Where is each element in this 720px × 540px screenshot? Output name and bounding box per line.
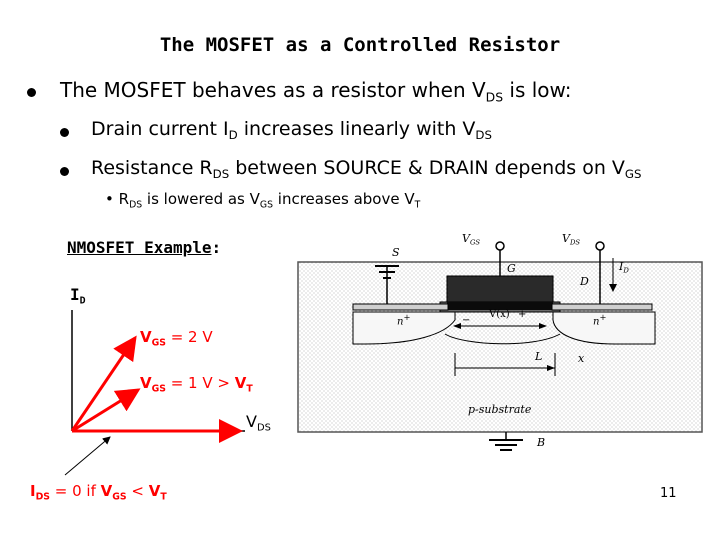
source-n-plus-region: [352, 311, 456, 345]
y-axis-main: I: [70, 285, 80, 304]
drain-terminal: [595, 241, 605, 251]
diagram-nplus-right: n+: [593, 312, 606, 327]
sub-sub-bullet-marker: •: [105, 190, 114, 208]
main-bullet-sub: DS: [485, 89, 504, 105]
ids0-c-sub: GS: [112, 491, 127, 503]
ids0-label: IDS = 0 if VGS < VT: [30, 482, 167, 503]
vgs2-label: VGS = 2 V: [140, 328, 213, 349]
vgs-sub: GS: [469, 238, 481, 247]
main-bullet-post: is low:: [503, 78, 572, 102]
vgs1-vt-sub: T: [246, 383, 253, 395]
nplus-left-sup: +: [403, 312, 411, 322]
id-main: I: [619, 260, 624, 273]
diagram-id-label: ID: [619, 260, 629, 275]
l-arrow-head: [547, 365, 555, 371]
diagram-s-label: S: [392, 246, 400, 259]
page-title: The MOSFET as a Controlled Resistor: [159, 34, 561, 56]
bullet-dot: [27, 88, 36, 97]
example-title-text: NMOSFET Example: [67, 238, 212, 257]
diagram-g-label: G: [507, 262, 516, 275]
diagram-substrate-label: p-substrate: [468, 403, 532, 416]
x-axis-sub: DS: [256, 422, 271, 434]
sub-sub-a-sub: DS: [129, 199, 143, 211]
page-number: 11: [660, 486, 677, 501]
vgs2-sub: GS: [151, 337, 166, 349]
sub-sub-bullet: • RDS is lowered as VGS increases above …: [105, 190, 421, 211]
sub-sub-b: is lowered as V: [142, 190, 260, 208]
nplus-left-main: n: [397, 316, 404, 328]
sub-sub-c-sub: T: [414, 199, 421, 211]
vds-main: V: [562, 232, 570, 245]
sub-bullet-1: Drain current ID increases linearly with…: [91, 118, 492, 143]
ids0-b: = 0 if: [50, 482, 101, 500]
diagram-l-label: L: [535, 350, 543, 363]
sub-bullet-1-a-sub: D: [228, 128, 238, 143]
bullet-dot: [60, 128, 69, 137]
sub-bullet-1-b-sub: DS: [475, 128, 492, 143]
ids0-a-sub: DS: [35, 491, 51, 503]
y-axis-label: ID: [70, 285, 86, 307]
sub-bullet-1-a: Drain current I: [91, 118, 229, 140]
channel-layer: [444, 333, 561, 345]
vgs2-arrow: [70, 335, 137, 432]
sub-sub-b-sub: GS: [259, 199, 274, 211]
sub-bullet-2-a: Resistance R: [91, 157, 213, 179]
diagram-minus-label: −: [462, 315, 471, 326]
id-arrow-head: [609, 284, 617, 292]
diagram-b-label: B: [537, 436, 546, 449]
id-sub: D: [623, 266, 629, 275]
drain-n-plus-region: [552, 311, 656, 345]
diagram-vx-label: V(x): [489, 309, 510, 320]
vgs1-rest: = 1 V >: [165, 374, 235, 392]
main-bullet-text: The MOSFET behaves as a resistor when VD…: [60, 78, 572, 105]
diagram-x-label: x: [578, 352, 585, 365]
ids0-pointer: [64, 436, 111, 476]
vgs1-sub: GS: [151, 383, 166, 395]
ids0-a: I: [30, 482, 36, 500]
vgs1-vt: V: [234, 374, 247, 392]
main-bullet-pre: The MOSFET behaves as a resistor when V: [60, 78, 486, 102]
vgs1-label: VGS = 1 V > VT: [140, 374, 253, 395]
ids0-c: V: [100, 482, 113, 500]
sub-bullet-1-b: increases linearly with V: [237, 118, 476, 140]
gate-terminal: [495, 241, 505, 251]
mosfet-cross-section: [297, 241, 703, 451]
sub-sub-a: R: [118, 190, 130, 208]
sub-bullet-2-a-sub: DS: [212, 167, 230, 182]
ids-vds-graph: [64, 310, 245, 476]
vgs2-rest: = 2 V: [165, 328, 213, 346]
sub-sub-c: increases above V: [273, 190, 415, 208]
gate-electrode: [446, 275, 554, 303]
x-axis-label: VDS: [246, 412, 271, 434]
nplus-right-main: n: [593, 316, 600, 328]
diagram-nplus-left: n+: [397, 312, 410, 327]
vgs1-arrow: [71, 388, 141, 433]
vx-arrow-left-head: [453, 323, 461, 329]
vgs1-main: V: [140, 374, 152, 392]
y-axis-sub: D: [79, 295, 86, 307]
source-contact: [352, 303, 449, 311]
diagram-d-label: D: [580, 275, 589, 288]
x-axis-main: V: [246, 412, 257, 431]
sub-bullet-2-b-sub: GS: [624, 167, 642, 182]
sub-bullet-2: Resistance RDS between SOURCE & DRAIN de…: [91, 157, 642, 182]
ids0-d: <: [126, 482, 149, 500]
example-title-colon: :: [211, 238, 222, 257]
example-title: NMOSFET Example:: [67, 238, 221, 257]
ids0-e: V: [148, 482, 161, 500]
gate-bottom: [447, 302, 553, 310]
vx-arrow-right-head: [539, 323, 547, 329]
diagram-plus-label: +: [518, 309, 527, 320]
diagram-vds-label: VDS: [562, 232, 581, 247]
vds-sub: DS: [569, 238, 581, 247]
diagram-vgs-label: VGS: [462, 232, 481, 247]
drain-contact: [551, 303, 653, 311]
vgs2-main: V: [140, 328, 152, 346]
nplus-right-sup: +: [599, 312, 607, 322]
sub-bullet-2-b: between SOURCE & DRAIN depends on V: [229, 157, 625, 179]
vgs-main: V: [462, 232, 470, 245]
bullet-dot: [60, 167, 69, 176]
ids0-e-sub: T: [160, 491, 167, 503]
